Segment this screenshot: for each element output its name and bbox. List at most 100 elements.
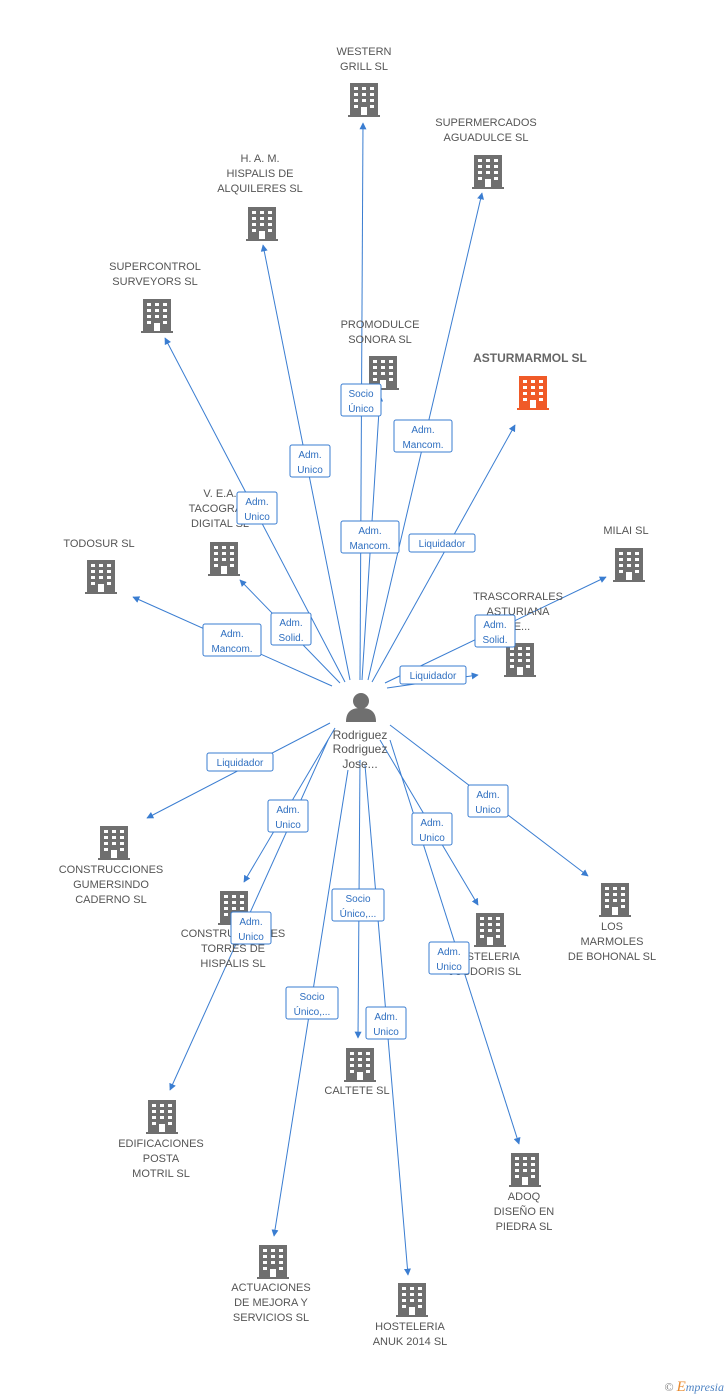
company-name-line: V. E.A. <box>203 488 236 500</box>
copyright-symbol: © <box>664 1380 674 1394</box>
edge-label-marmoles[interactable]: Adm.Unico <box>467 784 509 818</box>
company-name-line: ASTURMARMOL SL <box>473 351 587 365</box>
company-node-actuaciones[interactable]: ACTUACIONES DE MEJORA Y SERVICIOS SL <box>231 1245 311 1324</box>
company-node-vea[interactable]: V. E.A. TACOGRA... DIGITAL SL <box>189 488 252 576</box>
edge-label-supermercados[interactable]: Adm. Mancom. <box>393 419 453 453</box>
company-name-line: DIGITAL SL <box>191 518 249 530</box>
edge-label-text: Adm. <box>298 450 321 461</box>
edge-label-edificaciones[interactable]: Adm.Unico <box>230 911 272 945</box>
edge-label-vea[interactable]: Adm.Solid. <box>270 612 312 646</box>
edge-label-todosur[interactable]: Adm. Mancom. <box>202 623 262 657</box>
center-person-node[interactable]: Rodriguez Rodriguez Jose... <box>333 693 388 771</box>
empresia-logo: © Empresia <box>664 1379 724 1396</box>
company-node-caltete[interactable]: CALTETE SL <box>324 1048 390 1097</box>
edge-label-text: Adm. <box>411 425 434 436</box>
edge-label-box <box>236 491 278 525</box>
company-node-edificaciones[interactable]: EDIFICACIONES POSTA MOTRIL SL <box>118 1100 204 1180</box>
company-name-line: CALTETE SL <box>324 1085 389 1097</box>
edge-label-text: Adm. <box>483 620 506 631</box>
edge-label-text: Adm. <box>420 818 443 829</box>
edge-label-text: Mancom. <box>402 440 443 451</box>
company-name-line: ALQUILERES SL <box>217 183 303 195</box>
company-name-line: TACOGRA... <box>189 503 252 515</box>
edge-label-hosteleria_anuk[interactable]: Adm.Unico <box>365 1006 407 1040</box>
company-name-line: WESTERN <box>337 46 392 58</box>
edge-label-actuaciones[interactable]: SocioÚnico,... <box>285 986 339 1020</box>
edge-label-text: Adm. <box>358 526 381 537</box>
edge-label-construcciones_gumersindo[interactable]: Liquidador <box>206 752 274 772</box>
company-node-western[interactable]: WESTERN GRILL SL <box>337 46 392 117</box>
person-name-line-3: Jose... <box>342 757 377 771</box>
company-node-todosur[interactable]: TODOSUR SL <box>63 538 135 594</box>
company-name-line: EDIFICACIONES <box>118 1138 204 1150</box>
edge-label-box <box>285 986 339 1020</box>
edge-label-box <box>270 612 312 646</box>
building-icon <box>396 1283 428 1317</box>
edge-label-adoq[interactable]: Adm.Unico <box>428 941 470 975</box>
edge-label-text: Adm. <box>279 618 302 629</box>
logo-letter-e: E <box>676 1379 686 1395</box>
company-name-line: ANUK 2014 SL <box>373 1336 448 1348</box>
company-name-line: SONORA SL <box>348 334 412 346</box>
edge-label-text: Adm. <box>239 917 262 928</box>
building-icon <box>613 548 645 582</box>
building-icon <box>85 560 117 594</box>
edge-label-promodulce[interactable]: Adm.Mancom. <box>340 520 400 554</box>
edge-label-caltete[interactable]: SocioÚnico,... <box>331 888 385 922</box>
building-icon <box>146 1100 178 1134</box>
building-icon <box>517 376 549 410</box>
company-name-line: MOTRIL SL <box>132 1168 190 1180</box>
edge-label-text: Liquidador <box>419 539 466 550</box>
company-name-line: ACTUACIONES <box>231 1282 310 1294</box>
edge-label-trascorrales[interactable]: Liquidador <box>399 665 467 685</box>
edge-label-supercontrol[interactable]: Adm. Unico <box>236 491 278 525</box>
building-icon <box>348 83 380 117</box>
building-icon <box>344 1048 376 1082</box>
building-icon <box>141 299 173 333</box>
edge-label-text: Unico <box>475 805 501 816</box>
edge-label-asturmarmol[interactable]: Liquidador <box>408 533 476 553</box>
company-name-line: DE MEJORA Y <box>234 1297 308 1309</box>
company-name-line: CADERNO SL <box>75 894 147 906</box>
edge-label-text: Único,... <box>294 1005 331 1018</box>
edge-label-text: Unico <box>373 1027 399 1038</box>
edge-label-ham[interactable]: Adm. Unico <box>289 444 331 478</box>
edge-label-text: Solid. <box>482 635 507 646</box>
company-name-line: CONSTRUCCIONES <box>59 864 164 876</box>
edge-label-text: Unico <box>297 465 323 476</box>
company-name-line: ADOQ <box>508 1191 541 1203</box>
edge-label-milai[interactable]: Adm. Solid. <box>474 614 516 648</box>
edge-label-text: Adm. <box>245 497 268 508</box>
company-name-line: GRILL SL <box>340 61 388 73</box>
edge-label-hosteleria_josdoris[interactable]: Adm. Unico <box>411 812 453 846</box>
edge-label-text: Unico <box>419 833 445 844</box>
company-name-line: MARMOLES <box>581 936 644 948</box>
company-name-line: PIEDRA SL <box>496 1221 553 1233</box>
building-icon <box>257 1245 289 1279</box>
person-name-line-1: Rodriguez <box>333 728 388 742</box>
company-name-line: POSTA <box>143 1153 180 1165</box>
edge-label-text: Adm. <box>220 629 243 640</box>
company-name-line: SERVICIOS SL <box>233 1312 309 1324</box>
edge-label-text: Mancom. <box>211 644 252 655</box>
building-icon <box>98 826 130 860</box>
person-name-line-2: Rodriguez <box>333 742 388 756</box>
edge-label-box <box>399 665 467 685</box>
company-node-milai[interactable]: MILAI SL <box>603 525 649 582</box>
company-name-line: SUPERCONTROL <box>109 261 201 273</box>
company-name-line: TORRES DE <box>201 943 265 955</box>
edge-label-construcciones_torres[interactable]: Adm.Unico <box>267 799 309 833</box>
edge-label-box <box>230 911 272 945</box>
company-node-asturmarmol[interactable]: ASTURMARMOL SL <box>473 351 587 410</box>
edge-label-text: Unico <box>244 512 270 523</box>
